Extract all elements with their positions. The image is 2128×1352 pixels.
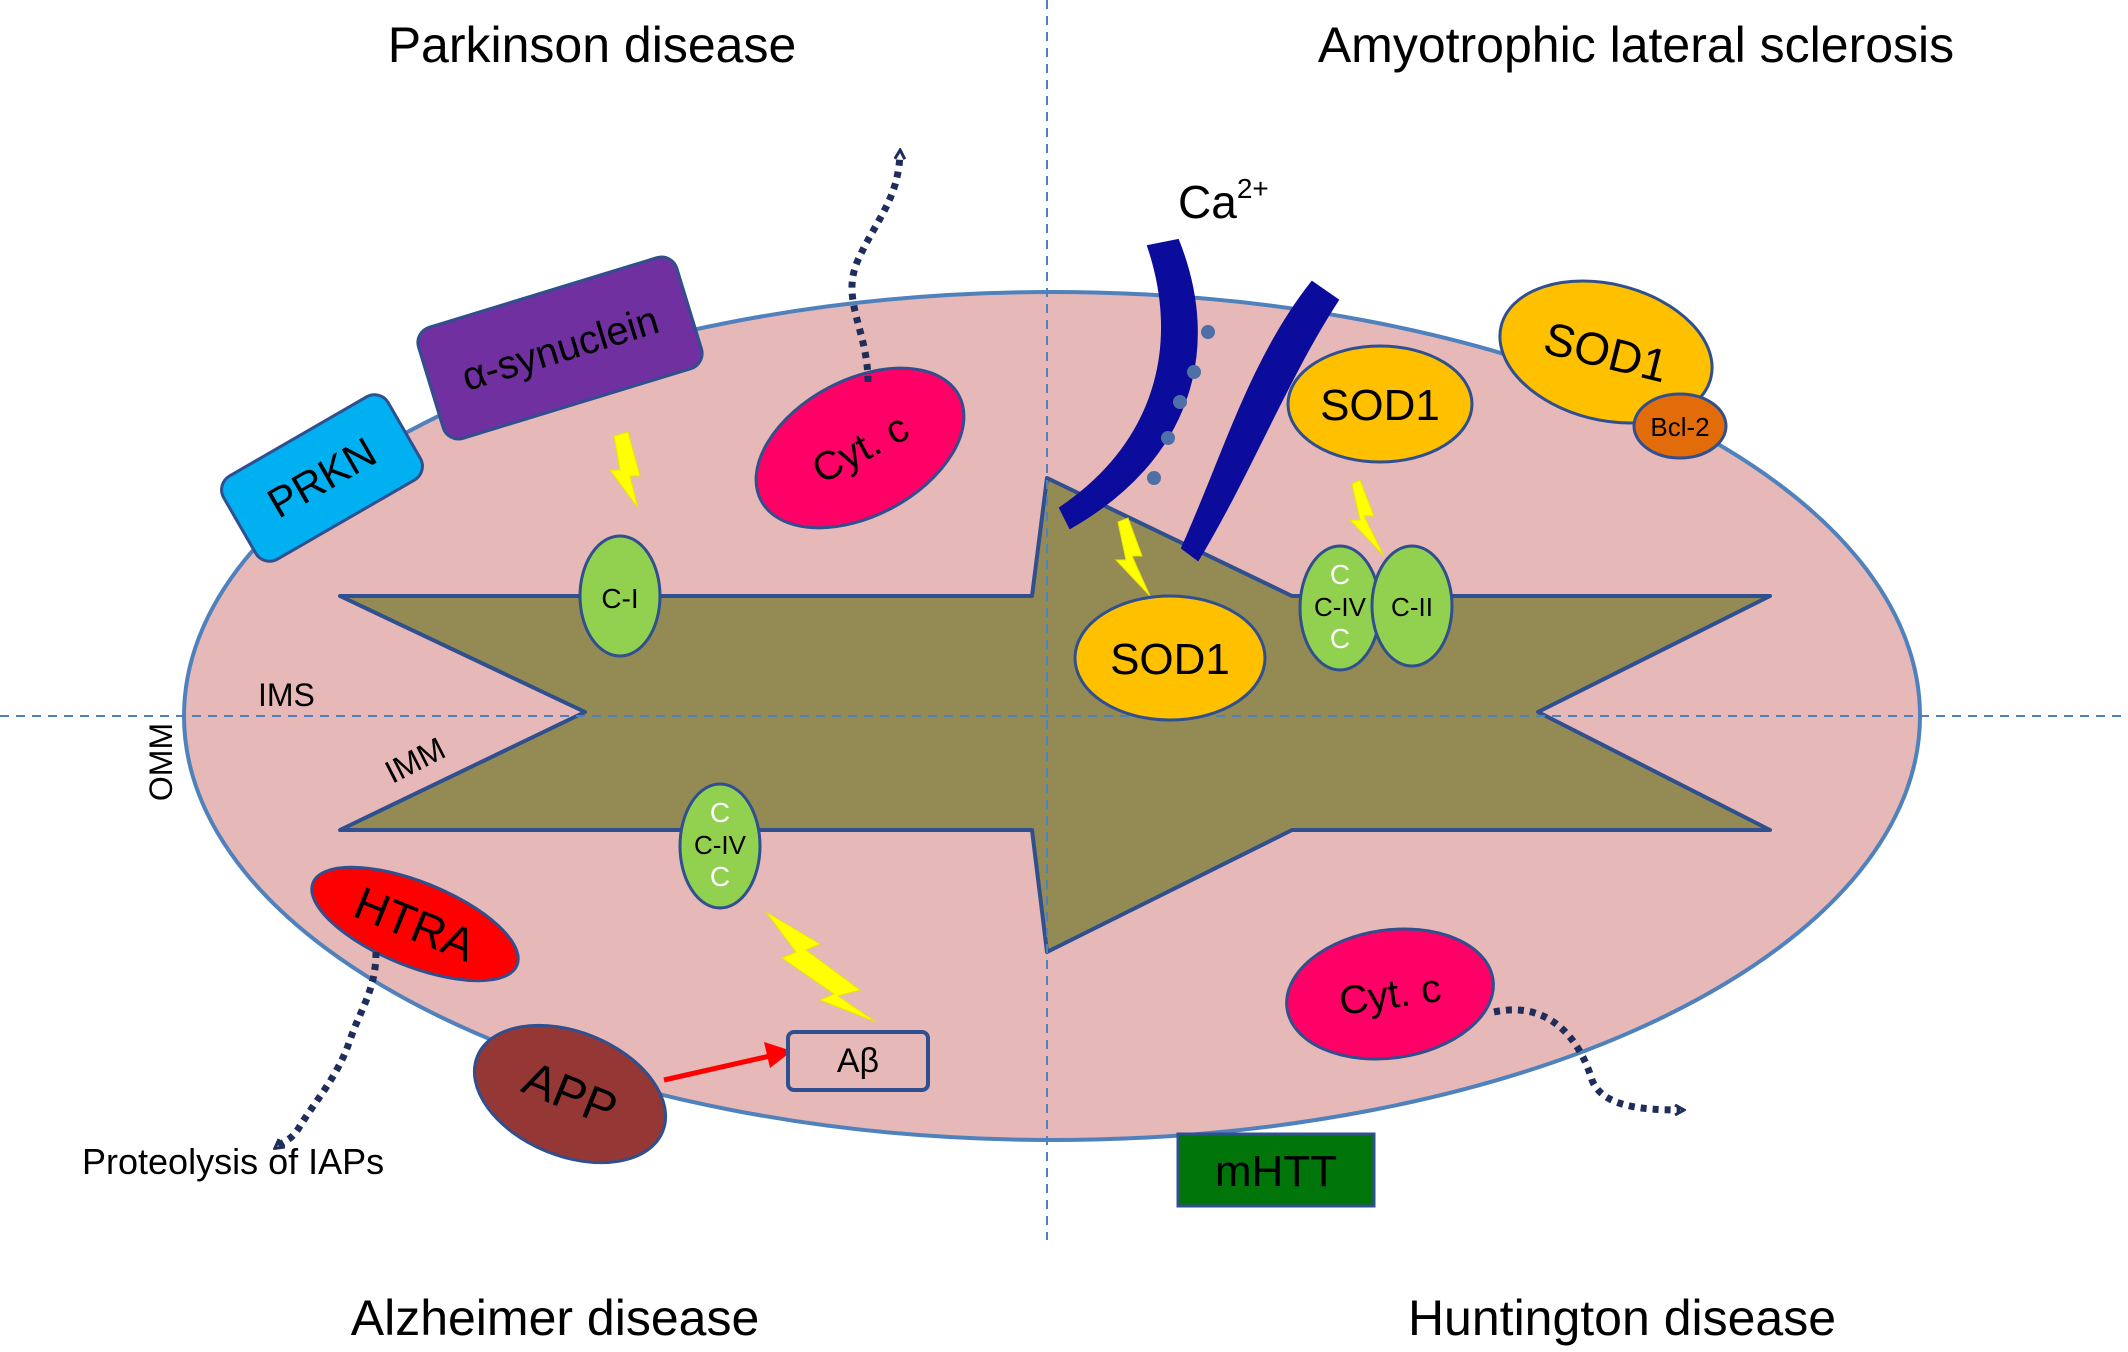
complex-i: C-I [578, 534, 662, 658]
sod1-lower: SOD1 [1073, 594, 1267, 722]
cyt-c-top: Cyt. c [754, 366, 966, 530]
alpha-synuclein-box: α-synuclein [416, 255, 704, 441]
title-als: Amyotrophic lateral sclerosis [1318, 17, 1954, 73]
bolt-icon [765, 911, 877, 1023]
complex-iv-top-c2: C [1330, 623, 1350, 654]
mhtt-box: mHTT [1176, 1132, 1376, 1208]
bolt-icon [1114, 517, 1151, 597]
sod1-middle: SOD1 [1286, 344, 1474, 464]
calcium-ions [1147, 325, 1215, 485]
complex-ii-label: C-II [1391, 592, 1433, 622]
bolt-icon [1348, 479, 1385, 557]
bolt-icon [609, 431, 641, 509]
arrowhead-icon [764, 1042, 792, 1068]
app-to-abeta-arrow [663, 1053, 771, 1083]
complex-iv-top: C C-IV C [1298, 544, 1382, 672]
sod1-lower-label: SOD1 [1110, 635, 1230, 684]
sod1-outer: SOD1 [1498, 279, 1714, 425]
complex-iv-bottom: C C-IV C [678, 782, 762, 910]
complex-iv-bottom-c2: C [710, 861, 730, 892]
calcium-ion-label: Ca2+ [1178, 173, 1269, 228]
label-omm: OMM [143, 723, 179, 801]
cyt-c-bottom: Cyt. c [1285, 927, 1495, 1061]
ion-channel-right [1180, 280, 1340, 562]
bcl2-label: Bcl-2 [1650, 412, 1709, 442]
title-alzheimer: Alzheimer disease [351, 1290, 760, 1346]
abeta-label: Aβ [837, 1042, 879, 1080]
title-huntington: Huntington disease [1408, 1290, 1836, 1346]
cyt-c-release-arrow [848, 154, 900, 383]
complex-iv-bottom-c1: C [710, 797, 730, 828]
title-parkinson: Parkinson disease [388, 17, 797, 73]
sod1-middle-label: SOD1 [1320, 381, 1440, 430]
complex-iv-top-label: C-IV [1314, 592, 1367, 622]
mhtt-label: mHTT [1215, 1147, 1337, 1196]
label-ims: IMS [258, 677, 315, 713]
abeta-box: Aβ [786, 1030, 930, 1092]
app: APP [472, 1023, 668, 1165]
bcl2: Bcl-2 [1632, 392, 1728, 460]
cyt-c-bottom-release-arrow [1493, 1006, 1680, 1110]
complex-iv-bottom-label: C-IV [694, 830, 747, 860]
complex-i-label: C-I [601, 583, 638, 614]
proteolysis-label: Proteolysis of IAPs [82, 1141, 384, 1182]
complex-iv-top-c1: C [1330, 559, 1350, 590]
ion-channel-left [1058, 238, 1198, 530]
htra-proteolysis-arrow [278, 951, 380, 1146]
complex-ii: C-II [1370, 544, 1454, 668]
